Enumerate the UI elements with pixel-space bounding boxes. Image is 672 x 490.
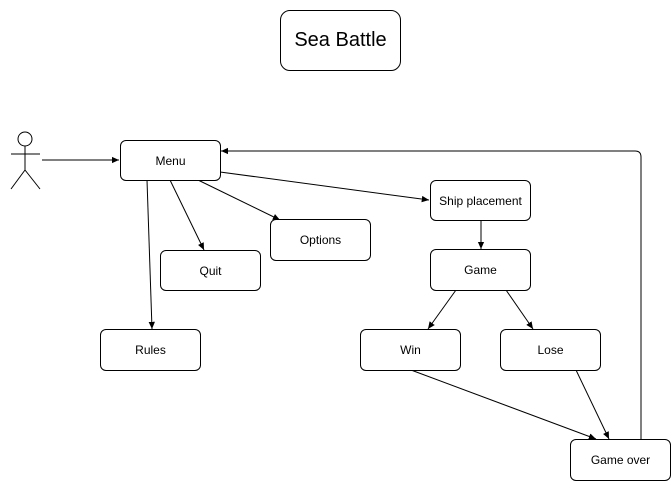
edge-game-lose: [505, 289, 534, 330]
node-menu: Menu: [120, 140, 221, 181]
edge-lose-game-over: [575, 369, 610, 440]
node-lose: Lose: [500, 329, 601, 371]
node-rules: Rules: [100, 329, 201, 371]
node-win: Win: [360, 329, 461, 371]
edge-game-over-menu: [221, 147, 642, 439]
edge-menu-rules: [146, 179, 155, 330]
node-quit: Quit: [160, 250, 261, 291]
edge-menu-ship-placement: [219, 171, 430, 203]
node-game: Game: [430, 249, 531, 291]
node-ship-placement: Ship placement: [430, 180, 531, 221]
diagram-title: Sea Battle: [280, 10, 401, 71]
edge-win-game-over: [410, 369, 597, 440]
edge-game-win: [427, 289, 457, 330]
edge-menu-quit: [169, 179, 205, 251]
node-options: Options: [270, 219, 371, 261]
actor-icon: [10, 131, 41, 190]
edge-menu-options: [197, 179, 281, 221]
node-game-over: Game over: [570, 439, 671, 481]
